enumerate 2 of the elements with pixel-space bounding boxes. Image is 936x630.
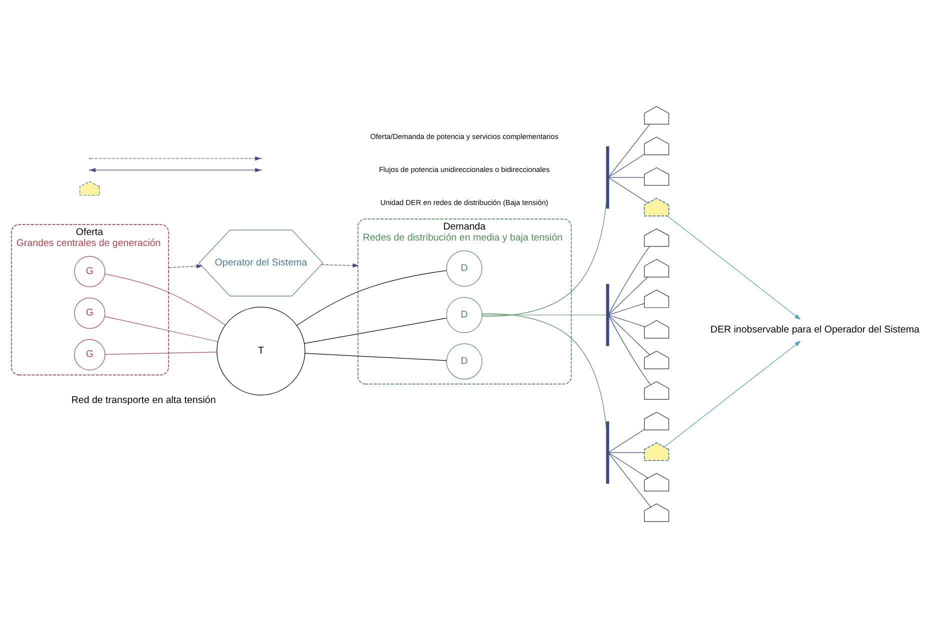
node-text: DER inobservable para el Operador del Sistema bbox=[710, 324, 919, 336]
node-label: Red de transporte en alta tensión bbox=[70, 394, 216, 406]
